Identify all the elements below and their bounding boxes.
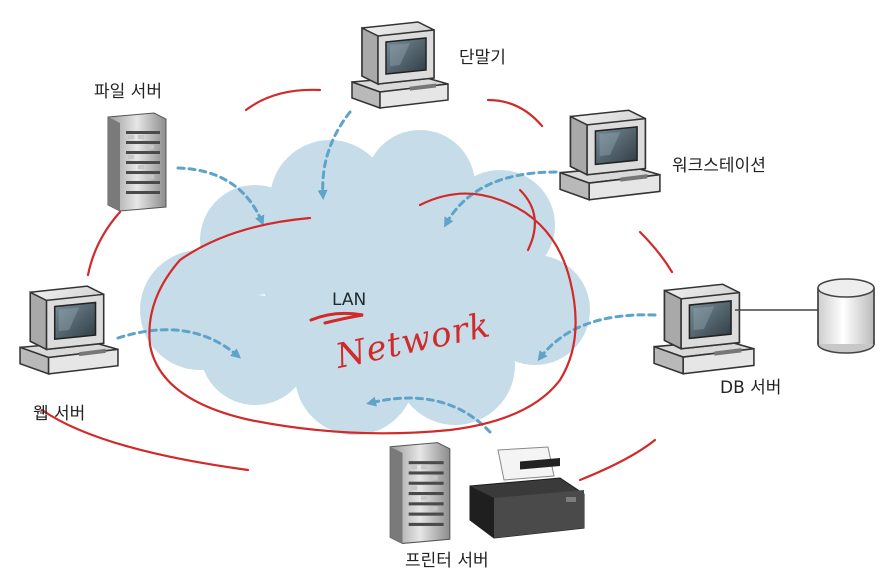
connection-arrows [116, 110, 657, 434]
printer-server-tower-icon [389, 442, 451, 544]
red-annotation-strokes [40, 88, 674, 482]
web-server-computer-icon [19, 285, 119, 375]
arrow-printer [366, 396, 492, 434]
db-server-label: DB 서버 [720, 378, 782, 398]
workstation-computer-icon [559, 109, 661, 201]
file-server-label: 파일 서버 [94, 82, 162, 102]
terminal-label: 단말기 [459, 48, 506, 68]
arrow-terminal [317, 110, 352, 200]
lan-underline-scribble [309, 311, 364, 325]
terminal-computer-icon [351, 21, 449, 109]
web-server-label: 웹 서버 [33, 404, 86, 424]
workstation-label: 워크스테이션 [672, 156, 766, 176]
db-server-computer-icon [653, 283, 755, 375]
arrow-workstation [444, 170, 558, 228]
arrow-web-server [116, 328, 242, 359]
database-icon [735, 278, 875, 354]
arrow-db-server [537, 313, 657, 362]
lan-cloud [140, 130, 590, 435]
printer-server-label: 프린터 서버 [405, 551, 489, 571]
file-server-icon [107, 112, 167, 212]
lan-label: LAN [332, 290, 367, 310]
printer-icon [469, 446, 585, 539]
arrow-file-server [176, 166, 265, 226]
